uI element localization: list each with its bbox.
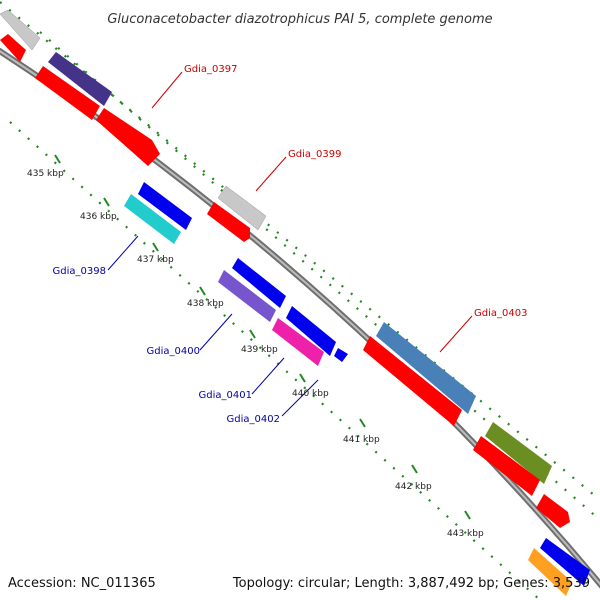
leader-lines	[107, 71, 473, 417]
tick-mark	[54, 154, 61, 164]
leader-0401	[251, 357, 285, 395]
gene-label-gdia-0398[interactable]: Gdia_0398	[53, 266, 106, 277]
gene-red-olive[interactable]	[473, 436, 540, 496]
gene-label-gdia-0399[interactable]: Gdia_0399	[288, 149, 341, 160]
tick-mark	[359, 418, 366, 428]
gene-dark-purple[interactable]	[48, 52, 112, 106]
tick-label: 442 kbp	[395, 482, 432, 492]
gene-red-0397a[interactable]	[35, 66, 100, 120]
grid-line-outer	[0, 1, 600, 501]
gene-label-gdia-0403[interactable]: Gdia_0403	[474, 308, 527, 319]
gene-steel-0403[interactable]	[376, 322, 476, 414]
tick-mark	[249, 329, 256, 339]
tick-mark	[299, 373, 306, 383]
gene-red-topleft[interactable]	[0, 34, 26, 62]
gene-red-0403[interactable]	[363, 336, 462, 426]
gene-olive[interactable]	[485, 422, 552, 484]
gene-magenta-0401[interactable]	[272, 318, 324, 366]
leader-0399	[255, 156, 287, 192]
map-title: Gluconacetobacter diazotrophicus PAI 5, …	[107, 12, 492, 27]
tick-marks	[54, 154, 471, 520]
gene-purple-0400[interactable]	[218, 270, 276, 322]
tick-label: 439 kbp	[241, 345, 278, 355]
tick-label: 440 kbp	[292, 389, 329, 399]
gene-blue-bottom[interactable]	[540, 538, 590, 586]
topology-text: Topology: circular; Length: 3,887,492 bp…	[232, 576, 590, 591]
gene-blue-0402[interactable]	[334, 348, 348, 362]
leader-0400	[199, 313, 233, 351]
tick-label: 441 kbp	[343, 435, 380, 445]
gene-red-0397b[interactable]	[96, 108, 160, 166]
gene-red-small[interactable]	[536, 494, 570, 528]
gene-gray-topleft[interactable]	[0, 9, 41, 51]
tick-label: 436 kbp	[80, 212, 117, 222]
tick-label: 437 kbp	[137, 255, 174, 265]
gene-gray-0399[interactable]	[217, 185, 267, 231]
tick-mark	[464, 510, 471, 520]
tick-mark	[103, 197, 110, 207]
accession-text: Accession: NC_011365	[8, 576, 156, 591]
tick-mark	[411, 464, 418, 474]
leader-0402	[281, 379, 319, 417]
leader-0403	[439, 315, 473, 353]
tick-label: 443 kbp	[447, 529, 484, 539]
gene-label-gdia-0401[interactable]: Gdia_0401	[199, 390, 252, 401]
tick-labels: 435 kbp 436 kbp 437 kbp 438 kbp 439 kbp …	[27, 169, 484, 539]
tick-mark	[152, 242, 159, 252]
gene-cyan-0398[interactable]	[124, 194, 181, 244]
gene-red-0399[interactable]	[207, 202, 250, 242]
gene-blue-0398[interactable]	[138, 182, 192, 230]
tick-label: 435 kbp	[27, 169, 64, 179]
leader-0397	[151, 71, 183, 109]
gene-label-gdia-0402[interactable]: Gdia_0402	[227, 414, 280, 425]
gene-labels: Gdia_0397 Gdia_0399 Gdia_0403 Gdia_0398 …	[53, 64, 528, 425]
tick-mark	[199, 286, 206, 296]
gene-features	[0, 9, 590, 596]
gene-blue-0400[interactable]	[232, 258, 286, 308]
gene-orange-bottom[interactable]	[528, 548, 572, 596]
gene-label-gdia-0397[interactable]: Gdia_0397	[184, 64, 237, 75]
tick-label: 438 kbp	[187, 299, 224, 309]
gene-blue-0401[interactable]	[286, 306, 336, 356]
gene-label-gdia-0400[interactable]: Gdia_0400	[147, 346, 200, 357]
leader-0398	[107, 235, 139, 271]
